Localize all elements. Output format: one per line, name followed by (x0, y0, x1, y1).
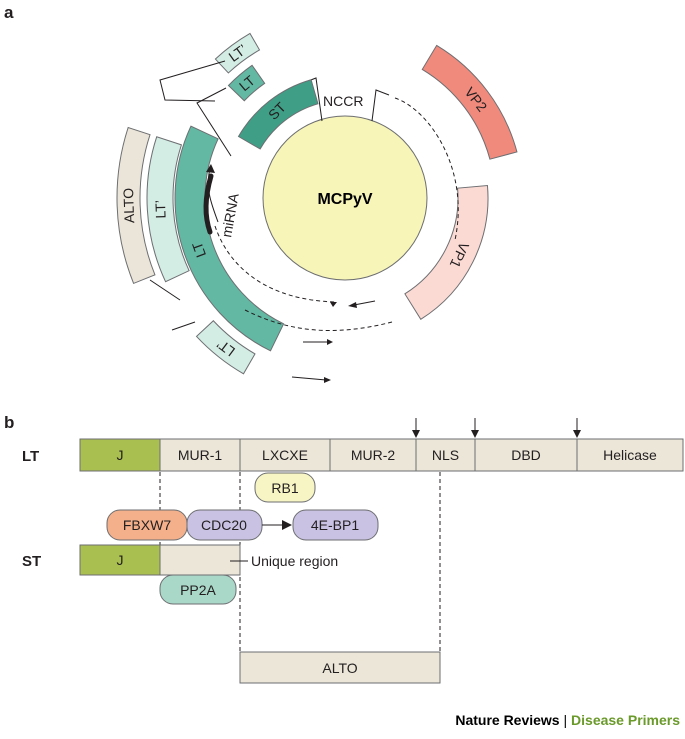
panel-b-label: b (4, 413, 14, 432)
arrow-lt-bottom-end (291, 376, 327, 381)
lt-domain-lxcxe-label: LXCXE (262, 447, 308, 463)
arrow-path-inner (207, 167, 219, 223)
lt-domain-j (79, 438, 161, 472)
splice-line-lt-top1 (159, 60, 226, 102)
lt-row-label: LT (22, 448, 39, 465)
mirna-label: miRNA (218, 191, 242, 238)
segment-lt-top1 (214, 32, 261, 74)
lt-domain-nls-label: NLS (432, 447, 459, 463)
alto-domain (239, 651, 441, 684)
splice-line-lt-top2 (196, 87, 232, 157)
dashed-path-inner (214, 225, 336, 303)
unique-region-label: Unique region (251, 553, 338, 569)
nccr-label: NCCR (323, 93, 363, 109)
lt-domain-j-label: J (117, 447, 124, 463)
segment-alto (116, 126, 156, 285)
mirna-arrowhead (206, 164, 215, 173)
segment-lt-left (146, 136, 190, 283)
cdc20-label: CDC20 (201, 517, 247, 533)
genome-circle (262, 115, 428, 281)
st-j-label: J (117, 552, 124, 568)
st-unique-domain (159, 544, 241, 576)
segment-vp2 (421, 44, 518, 160)
down-arrow-icon (412, 430, 420, 438)
genome-label: MCPyV (317, 191, 372, 208)
splice-line-lt-left (149, 279, 181, 301)
arrowhead-inner (330, 302, 337, 307)
fbxw7-label: FBXW7 (123, 517, 171, 533)
segment-vp1 (404, 184, 489, 320)
down-arrow-icon (573, 430, 581, 438)
st-j-domain (79, 544, 161, 576)
lt-domain-helicase-label: Helicase (603, 447, 657, 463)
pp2a-label: PP2A (180, 582, 216, 598)
phospho-arrows (412, 418, 581, 438)
lt-domain-mur-1-label: MUR-1 (178, 447, 223, 463)
lt-domain-mur-2-label: MUR-2 (351, 447, 396, 463)
down-arrow-icon (471, 430, 479, 438)
bp1-pill (292, 509, 379, 541)
panel-a-label: a (4, 3, 14, 22)
segment-lt-bottom (195, 320, 256, 375)
arrowhead-lt (327, 339, 333, 345)
pp2a-pill (159, 574, 237, 605)
segment-alto-label: ALTO (120, 188, 137, 224)
nccr-promoter-arrow-right (371, 89, 390, 122)
segment-st (237, 79, 319, 150)
lt-domain-lxcxe (239, 438, 331, 472)
segment-lt-left-label: LT’ (152, 200, 169, 219)
lt-domain-nls (415, 438, 476, 472)
lt-domain-dbd-label: DBD (511, 447, 541, 463)
st-row-label: ST (22, 553, 41, 570)
alto-label: ALTO (322, 660, 357, 676)
footer-journal: Nature Reviews (455, 712, 559, 728)
rb1-pill (254, 472, 316, 503)
segment-lt-main (174, 125, 285, 352)
lt-domain-helicase (576, 438, 684, 472)
rb1-label: RB1 (271, 480, 298, 496)
segment-lt-top2 (227, 64, 266, 102)
lt-domain-dbd (474, 438, 578, 472)
arrowhead-cdc20 (282, 520, 292, 530)
footer-series: Disease Primers (571, 712, 680, 728)
mirna-bar (203, 173, 214, 235)
splice-line-lt-bottom (171, 321, 196, 331)
dashed-path-bottom (244, 309, 393, 331)
dashed-path-right (394, 97, 459, 241)
bp1-label: 4E-BP1 (311, 517, 359, 533)
arrowhead-vp (348, 302, 357, 308)
lt-domain-mur-1 (159, 438, 241, 472)
arrowhead-lt-bottom (324, 377, 331, 383)
footer-separator: | (560, 712, 571, 728)
footer-credit: Nature Reviews | Disease Primers (455, 712, 680, 728)
arrow-vp-end (353, 300, 376, 306)
segment-lt-main-label: LT (189, 239, 209, 259)
lt-domain-row: J MUR-1 LXCXE MUR-2 NLS DBD Helicase (79, 438, 684, 472)
